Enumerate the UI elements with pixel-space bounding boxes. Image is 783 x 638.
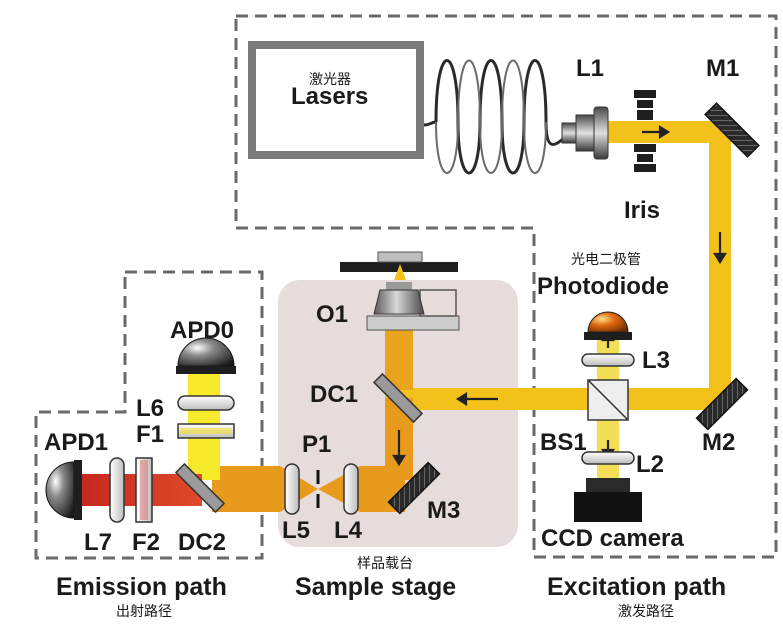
lasers-label: Lasers <box>291 83 369 110</box>
iris-icon <box>634 90 656 172</box>
photodiode-icon <box>584 311 632 340</box>
fiber-collimator-lens-icon <box>561 106 609 160</box>
dc2-label: DC2 <box>178 529 227 556</box>
emission-path-cn-label: 出射路径 <box>116 604 172 620</box>
l4-label: L4 <box>334 517 363 544</box>
filter-f1-icon <box>177 423 235 439</box>
lens-l4-icon <box>343 463 359 515</box>
dichroic-dc1-icon <box>372 372 424 424</box>
l3-label: L3 <box>642 347 671 374</box>
f2-label: F2 <box>132 529 161 556</box>
excitation-path-label: Excitation path <box>547 573 727 601</box>
photodiode-cn-label: 光电二极管 <box>571 252 641 268</box>
emission-path-border <box>34 270 264 560</box>
apd0-detector-icon <box>176 337 236 374</box>
apd1-detector-icon <box>45 460 82 520</box>
excitation-path-border <box>234 14 778 559</box>
lens-l3-icon <box>581 353 635 367</box>
emission-path-label: Emission path <box>56 573 227 601</box>
l2-label: L2 <box>636 451 665 478</box>
lens-l6-icon <box>177 395 235 411</box>
bs1-label: BS1 <box>540 429 587 456</box>
apd1-label: APD1 <box>44 429 109 456</box>
fiber-coil-icon <box>423 59 573 175</box>
l6-label: L6 <box>136 395 165 422</box>
objective-icon <box>340 251 460 331</box>
lens-l7-icon <box>109 457 125 523</box>
sample-stage-label: Sample stage <box>295 573 457 601</box>
p1-label: P1 <box>302 431 332 458</box>
dc1-label: DC1 <box>310 381 359 408</box>
o1-label: O1 <box>316 301 349 328</box>
m1-label: M1 <box>706 55 740 82</box>
mirror-m1-icon <box>704 102 760 158</box>
m2-label: M2 <box>702 429 736 456</box>
dichroic-dc2-icon <box>174 462 226 514</box>
mirror-m2-icon <box>695 377 749 431</box>
lens-l2-icon <box>581 451 635 465</box>
ccd-camera-label: CCD camera <box>541 525 684 552</box>
lens-l5-icon <box>284 463 300 515</box>
photodiode-label: Photodiode <box>537 273 669 300</box>
apd0-label: APD0 <box>170 317 235 344</box>
filter-f2-icon <box>135 457 153 523</box>
beam-splitter-icon <box>587 379 629 421</box>
excitation-path-cn-label: 激发路径 <box>618 604 674 620</box>
laser-box-icon <box>248 41 424 159</box>
f1-label: F1 <box>136 421 165 448</box>
mirror-m3-icon <box>387 461 441 515</box>
l7-label: L7 <box>84 529 113 556</box>
l5-label: L5 <box>282 517 311 544</box>
l1-label: L1 <box>576 55 605 82</box>
sample-stage-cn-label: 样品载台 <box>357 556 413 572</box>
lasers-cn-label: 激光器 <box>309 72 351 88</box>
ccd-camera-icon <box>574 478 642 522</box>
iris-label: Iris <box>624 197 661 224</box>
m3-label: M3 <box>427 497 461 524</box>
